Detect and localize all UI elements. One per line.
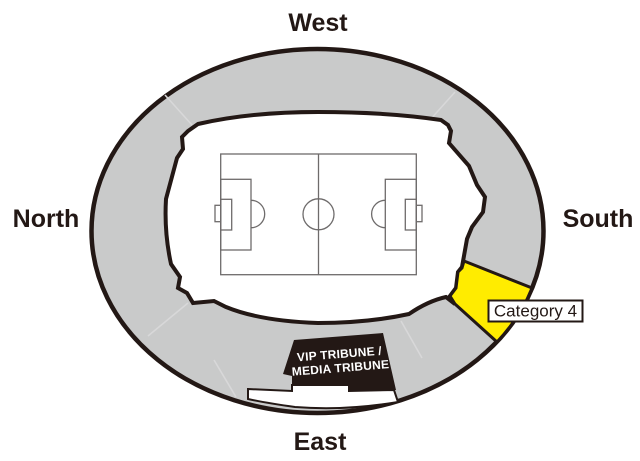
sector-divider-s [213,359,237,398]
category4-callout[interactable]: Category 4 [487,299,584,323]
north-label: North [13,205,80,233]
pitch-goal-right [415,204,423,223]
west-label: West [288,9,348,37]
sector-divider-sw [147,302,189,337]
pitch-penalty-arc-right [370,199,386,229]
sector-dividers [147,91,456,398]
pitch-centre-circle [302,198,335,231]
pitch-penalty-arc-left [250,199,266,229]
east-label: East [294,428,347,456]
vip-tribune-section [283,333,396,390]
vip-tribune-line1: VIP TRIBUNE / [296,344,382,365]
sector-divider-se [400,320,423,359]
south-label: South [563,205,634,233]
sector-divider-nw [164,94,193,126]
sector-divider-ne [428,91,456,122]
pitch-goal-left [214,204,222,223]
category4-callout-box[interactable] [487,299,584,323]
category4-callout-label[interactable]: Category 4 [494,302,577,321]
inner-bowl [163,109,488,326]
pitch [214,153,423,276]
